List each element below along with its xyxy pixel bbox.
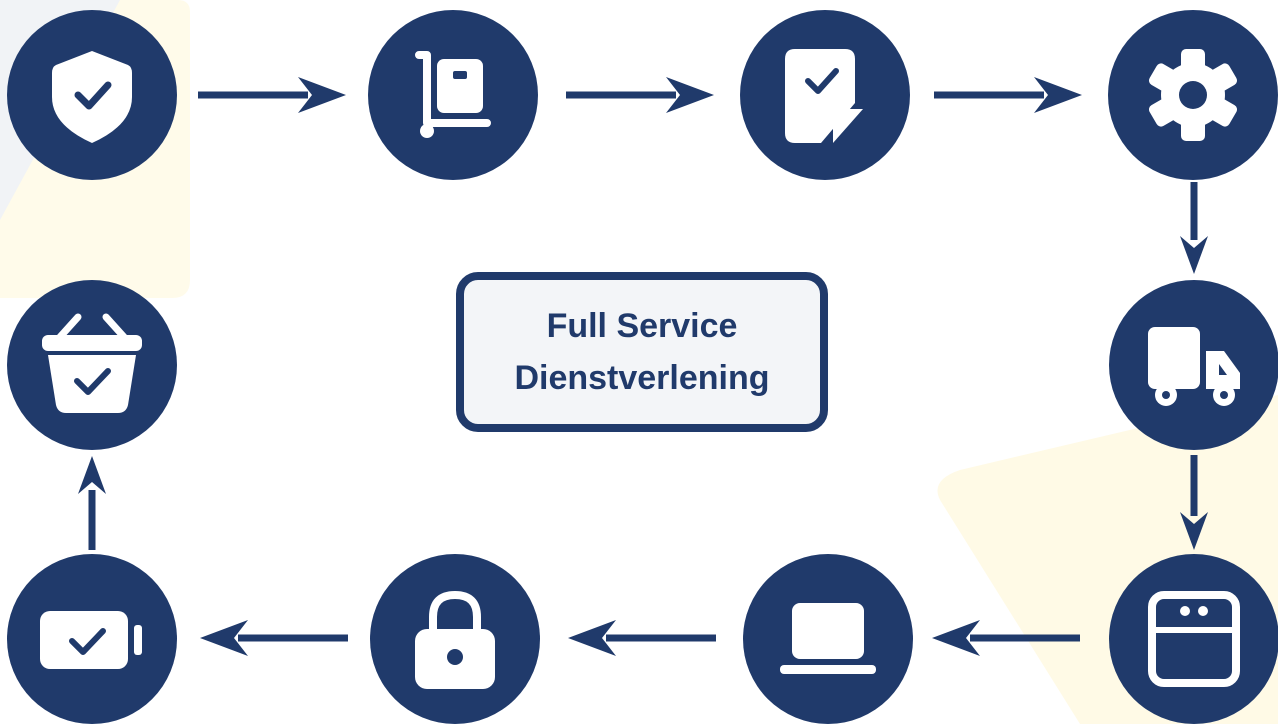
arrow-8	[200, 620, 348, 656]
shield-check-icon	[52, 51, 132, 143]
delivery-truck-icon	[1148, 327, 1240, 406]
arrow-7	[568, 620, 716, 656]
center-title-box: Full Service Dienstverlening	[456, 272, 828, 432]
node-truck	[1109, 280, 1278, 450]
arrow-1	[198, 77, 346, 113]
gear-icon	[1148, 49, 1238, 141]
padlock-icon	[415, 590, 495, 689]
node-basket	[7, 280, 177, 450]
node-hand-truck	[368, 10, 538, 180]
arrow-6	[932, 620, 1080, 656]
node-oven	[1109, 554, 1278, 724]
document-check-icon	[785, 49, 863, 143]
center-title-line-1: Full Service	[546, 307, 738, 345]
arrow-3	[934, 77, 1082, 113]
battery-check-icon	[40, 611, 142, 669]
node-gear	[1108, 10, 1278, 180]
laptop-icon	[780, 603, 876, 674]
node-laptop	[743, 554, 913, 724]
hand-truck-box-icon	[415, 51, 491, 138]
node-shield	[7, 10, 177, 180]
node-padlock	[370, 554, 540, 724]
oven-icon	[1148, 591, 1240, 687]
basket-check-icon	[42, 313, 142, 413]
center-title-line-2: Dienstverlening	[514, 359, 770, 397]
arrow-4	[1180, 182, 1208, 274]
arrow-5	[1180, 455, 1208, 550]
node-battery	[7, 554, 177, 724]
node-document	[740, 10, 910, 180]
arrow-9	[78, 456, 106, 550]
arrow-2	[566, 77, 714, 113]
